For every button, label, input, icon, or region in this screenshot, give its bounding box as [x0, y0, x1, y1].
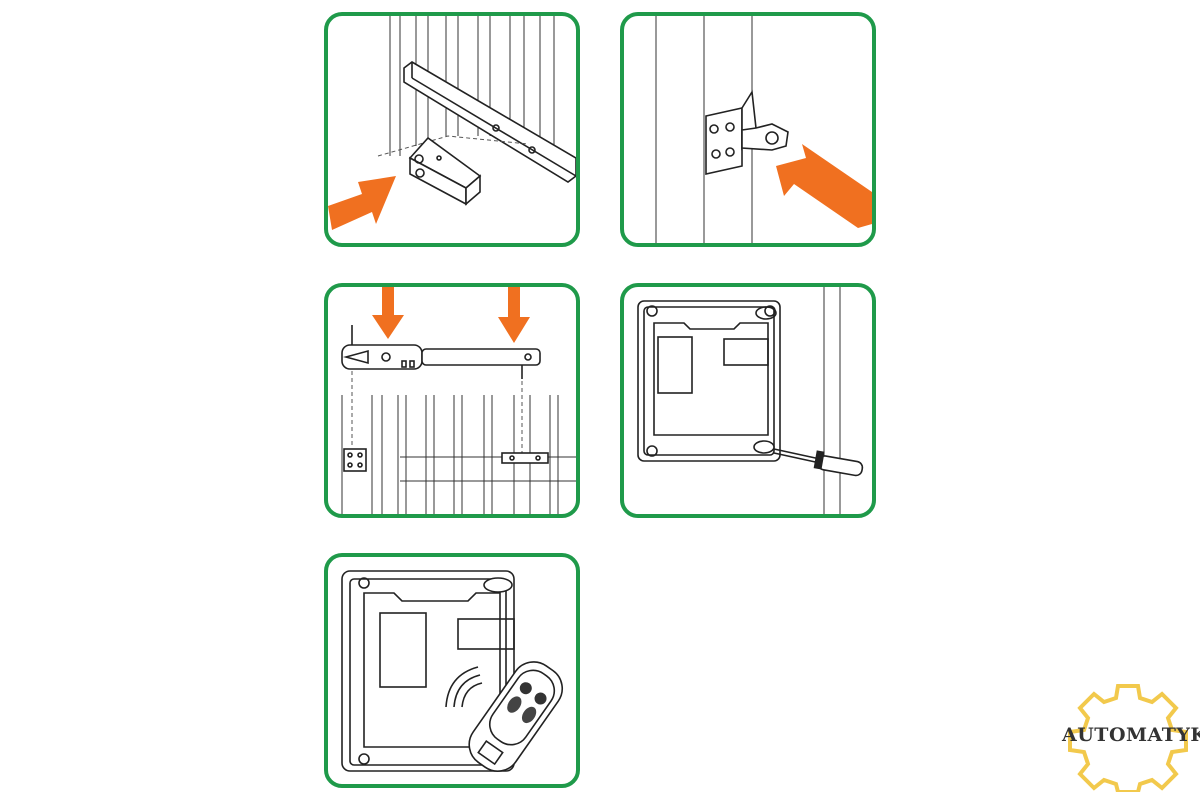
gate-bracket-mount-illustration [328, 16, 576, 230]
motor-arm-mount-illustration [341, 287, 576, 514]
step-4-panel [620, 283, 876, 518]
screwdriver-icon [753, 440, 864, 477]
post-bracket-mount-illustration [655, 16, 872, 243]
control-box-mount-illustration [637, 287, 864, 514]
remote-control-illustration [341, 570, 564, 772]
brand-name: AUTOMATYKA [1062, 724, 1200, 746]
orange-arrow-icon [776, 144, 872, 228]
brackets [343, 448, 549, 472]
gate-beam [403, 61, 576, 183]
bracket [408, 136, 482, 206]
gate-slats [389, 16, 555, 166]
bracket [705, 89, 789, 175]
step-5-panel [324, 553, 580, 788]
signal-waves-icon [445, 666, 483, 708]
control-box [637, 300, 781, 462]
step-3-panel [324, 283, 580, 518]
orange-arrow-icon [372, 287, 404, 339]
step-1-panel [324, 12, 580, 247]
gear-logo-icon [1068, 684, 1188, 792]
orange-arrow-icon [328, 176, 396, 230]
motor-arm [341, 325, 541, 379]
orange-arrow-icon [498, 287, 530, 343]
step-2-panel [620, 12, 876, 247]
remote-control-icon [468, 661, 564, 772]
